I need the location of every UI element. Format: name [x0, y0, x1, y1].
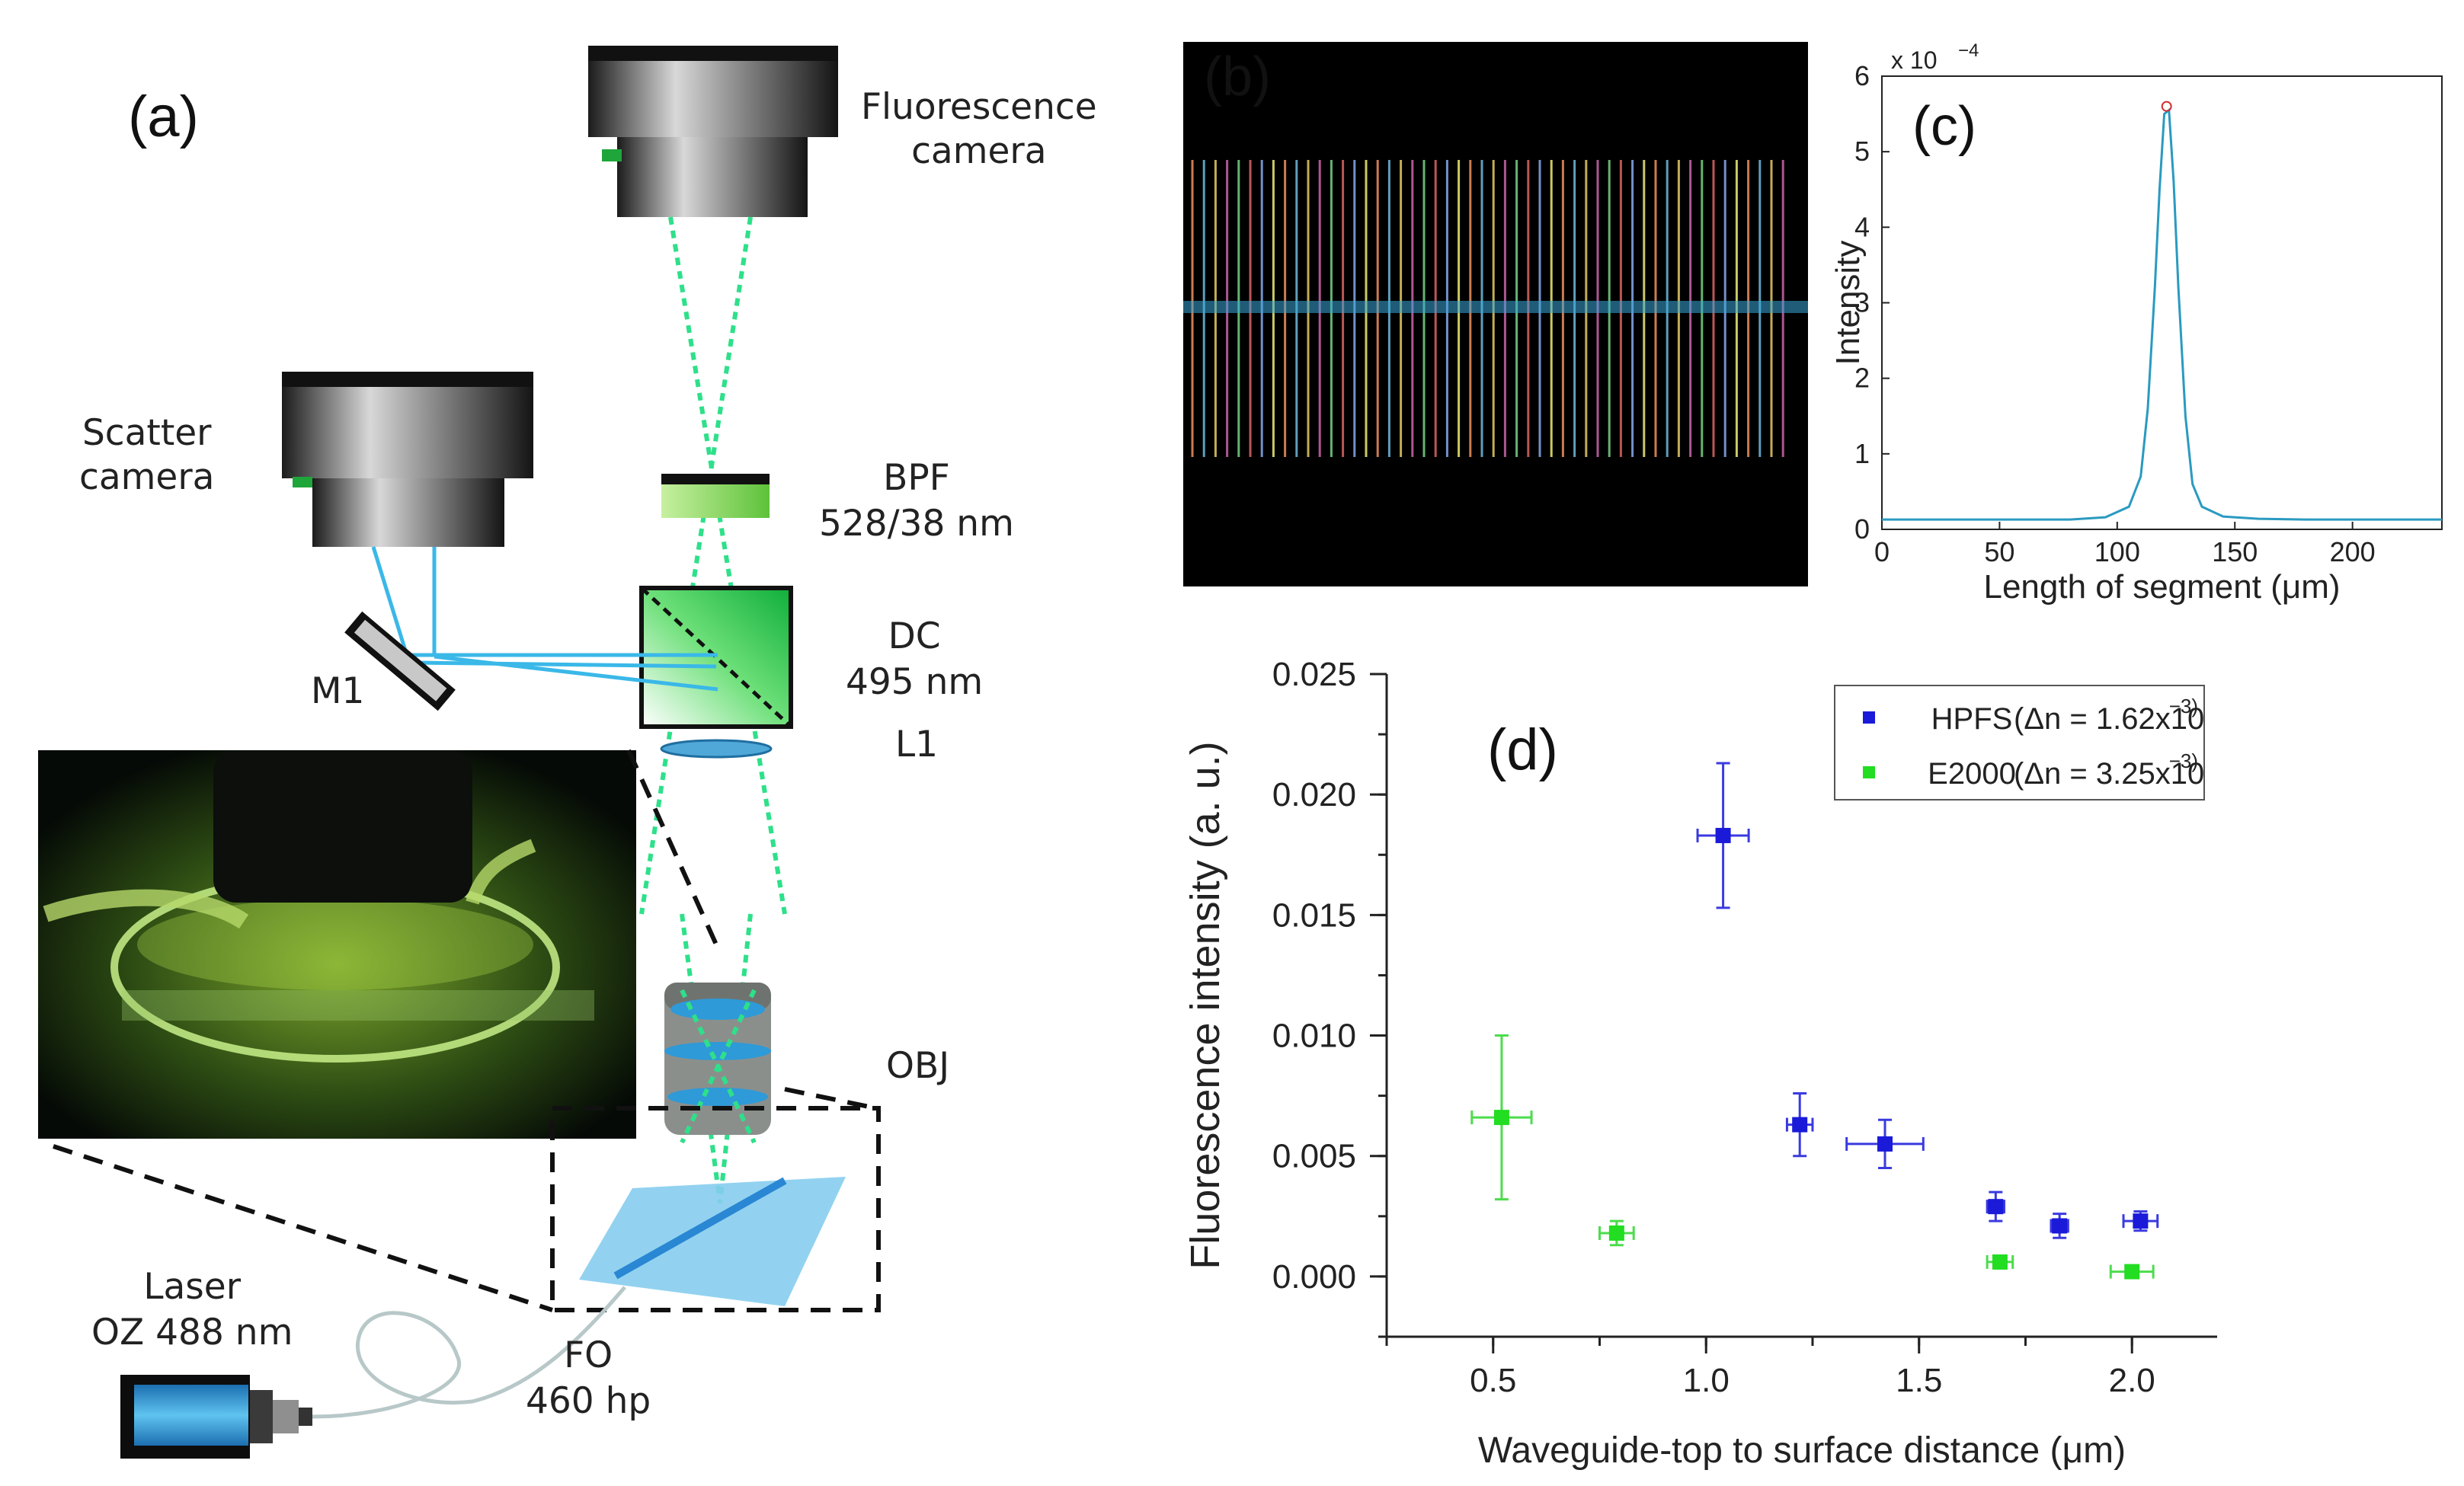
panel-label-b: (b) — [1204, 46, 1271, 107]
data-marker — [1715, 827, 1731, 843]
peak-marker — [2161, 101, 2172, 112]
x-tick-label: 0.5 — [1470, 1362, 1516, 1399]
profile-line — [1882, 107, 2442, 521]
legend-exponent: −3) — [2169, 749, 2198, 772]
legend-frame — [1834, 685, 2205, 801]
fluorescence-camera-icon — [588, 46, 838, 217]
hpfs-point — [1696, 762, 1750, 909]
legend-marker — [1863, 766, 1875, 778]
x-tick-label: 150 — [2212, 536, 2258, 567]
legend-label: E2000 — [1928, 757, 2016, 791]
fluorescence-scatter-chart: 0.5 1.0 1.5 2.0 0.000 0.005 0.010 0.015 0.020 0.0… — [1182, 656, 2217, 1471]
fluorescence-camera-label: Fluorescence camera — [861, 86, 1097, 172]
legend-label-detail: (Δn = 1.62x10 — [2014, 702, 2204, 736]
objective-icon — [664, 983, 771, 1144]
hpfs-point — [1785, 1091, 1814, 1158]
y-tick-label: 0.005 — [1272, 1138, 1356, 1175]
x-axis-label: Length of segment (μm) — [1983, 568, 2340, 606]
setup-photo — [38, 750, 636, 1139]
x-tick-label: 100 — [2094, 536, 2140, 567]
data-marker — [1877, 1136, 1893, 1152]
data-marker — [1608, 1225, 1624, 1241]
scatter-beam — [371, 546, 718, 692]
fo-label: FO 460 hp — [526, 1334, 651, 1422]
hpfs-point — [1986, 1190, 2006, 1222]
data-marker — [1992, 1254, 2008, 1270]
e2000-point — [1986, 1254, 2014, 1270]
y-tick-label: 5 — [1854, 136, 1870, 167]
data-marker — [2133, 1213, 2149, 1229]
optical-fiber — [312, 1286, 626, 1419]
data-marker — [2052, 1218, 2068, 1234]
x-tick-label: 200 — [2330, 536, 2376, 567]
y-tick-label: 4 — [1854, 211, 1870, 242]
y-exponent-power: −4 — [1958, 40, 1979, 61]
m1-label: M1 — [311, 670, 365, 712]
e2000-point — [2109, 1264, 2155, 1280]
y-tick-label: 0.015 — [1272, 896, 1356, 934]
panel-label-d: (d) — [1487, 717, 1558, 782]
legend-marker — [1863, 711, 1875, 724]
data-marker — [2124, 1264, 2140, 1280]
legend-exponent: −3) — [2169, 695, 2198, 717]
hpfs-point — [2050, 1213, 2069, 1239]
data-marker — [1493, 1110, 1509, 1126]
e2000-point — [1470, 1034, 1533, 1201]
y-tick-label: 0.010 — [1272, 1018, 1356, 1055]
hpfs-point — [1845, 1118, 1925, 1170]
y-tick-label: 0.025 — [1272, 656, 1356, 693]
x-tick-label: 0 — [1874, 536, 1890, 567]
panel-label-c: (c) — [1912, 96, 1976, 157]
y-tick-label: 0.020 — [1272, 776, 1356, 813]
mirror-m1-icon — [344, 611, 456, 711]
obj-label: OBJ — [886, 1045, 950, 1087]
scatter-camera-label: Scatter camera — [79, 412, 215, 498]
legend-label-detail: (Δn = 3.25x10 — [2014, 757, 2204, 791]
dichroic-cube-icon — [639, 586, 793, 729]
x-tick-label: 2.0 — [2109, 1362, 2155, 1399]
hpfs-point — [2122, 1210, 2159, 1232]
lens-l1-icon — [660, 739, 773, 759]
bpf-filter-icon — [661, 474, 770, 518]
x-tick-label: 1.5 — [1896, 1362, 1942, 1399]
y-tick-label: 6 — [1854, 60, 1870, 91]
laser-icon — [120, 1375, 312, 1459]
scatter-camera-icon — [282, 372, 533, 547]
bpf-label: BPF 528/38 nm — [819, 457, 1014, 545]
x-axis-label: Waveguide-top to surface distance (μm) — [1478, 1430, 2126, 1471]
y-tick-label: 3 — [1854, 287, 1870, 318]
legend: HPFS(Δn = 1.62x10−3)E2000(Δn = 3.25x10−3… — [1834, 685, 2205, 801]
dc-label: DC 495 nm — [846, 615, 984, 703]
setup-diagram — [38, 46, 881, 1459]
waveguide-image — [1183, 42, 1808, 586]
y-tick-label: 0.000 — [1272, 1258, 1356, 1296]
y-tick-label: 2 — [1854, 363, 1870, 394]
legend-label: HPFS — [1931, 702, 2013, 736]
l1-label: L1 — [895, 724, 939, 765]
y-axis-label: Intensity — [1829, 241, 1867, 366]
e2000-point — [1598, 1219, 1635, 1247]
zoom-indicator — [53, 749, 881, 1312]
y-tick-label: 1 — [1854, 438, 1870, 469]
x-tick-label: 50 — [1984, 536, 2014, 567]
panel-label-a: (a) — [128, 85, 199, 149]
fluorescence-beam — [639, 216, 787, 1204]
y-tick-label: 0 — [1854, 513, 1870, 545]
data-marker — [1988, 1199, 2004, 1215]
laser-label: Laser OZ 488 nm — [91, 1266, 293, 1353]
x-tick-label: 1.0 — [1683, 1362, 1730, 1399]
data-marker — [1792, 1117, 1808, 1133]
y-axis-label: Fluorescence intensity (a. u.) — [1182, 741, 1228, 1269]
sample-chip-icon — [579, 1177, 846, 1306]
y-exponent-label: x 10 — [1891, 46, 1937, 74]
